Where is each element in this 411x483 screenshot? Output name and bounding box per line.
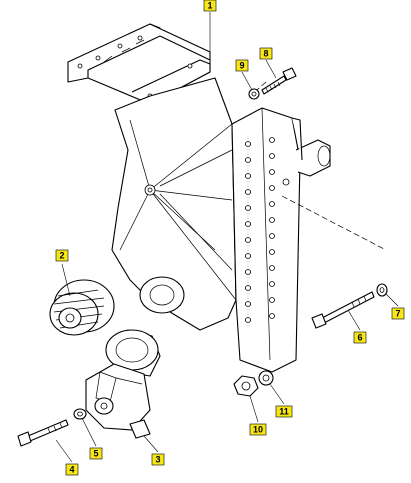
callout-11: 11	[275, 405, 293, 418]
svg-text:7: 7	[395, 309, 400, 319]
nut-10	[233, 375, 259, 397]
washer-9	[248, 88, 260, 100]
svg-text:10: 10	[253, 425, 263, 435]
washer-11	[258, 370, 274, 386]
svg-text:1: 1	[207, 1, 212, 11]
bolt-6	[311, 291, 375, 329]
belt-tensioner-3	[85, 329, 161, 439]
svg-text:11: 11	[279, 407, 289, 417]
callout-7: 7	[391, 307, 405, 320]
callout-8: 8	[259, 47, 273, 60]
callout-5: 5	[89, 447, 103, 460]
washer-7	[376, 283, 388, 297]
leader-lines	[55, 12, 399, 463]
callout-9: 9	[235, 59, 249, 72]
svg-text:4: 4	[69, 465, 74, 475]
pulley-2	[49, 279, 115, 336]
callout-1: 1	[203, 0, 217, 12]
mounting-bracket	[67, 23, 331, 373]
svg-text:9: 9	[239, 61, 244, 71]
callout-6: 6	[353, 331, 367, 344]
svg-text:6: 6	[357, 333, 362, 343]
svg-text:8: 8	[263, 49, 268, 59]
svg-text:5: 5	[93, 449, 98, 459]
callout-2: 2	[55, 249, 69, 262]
callout-3: 3	[151, 453, 165, 466]
alignment-line	[249, 81, 267, 97]
alignment-line	[281, 195, 387, 251]
callout-4: 4	[65, 463, 79, 476]
svg-text:2: 2	[59, 251, 64, 261]
washer-5	[73, 408, 87, 420]
svg-text:3: 3	[155, 455, 160, 465]
callout-10: 10	[249, 423, 267, 436]
bolt-4	[17, 419, 69, 447]
bolt-8	[261, 67, 297, 95]
